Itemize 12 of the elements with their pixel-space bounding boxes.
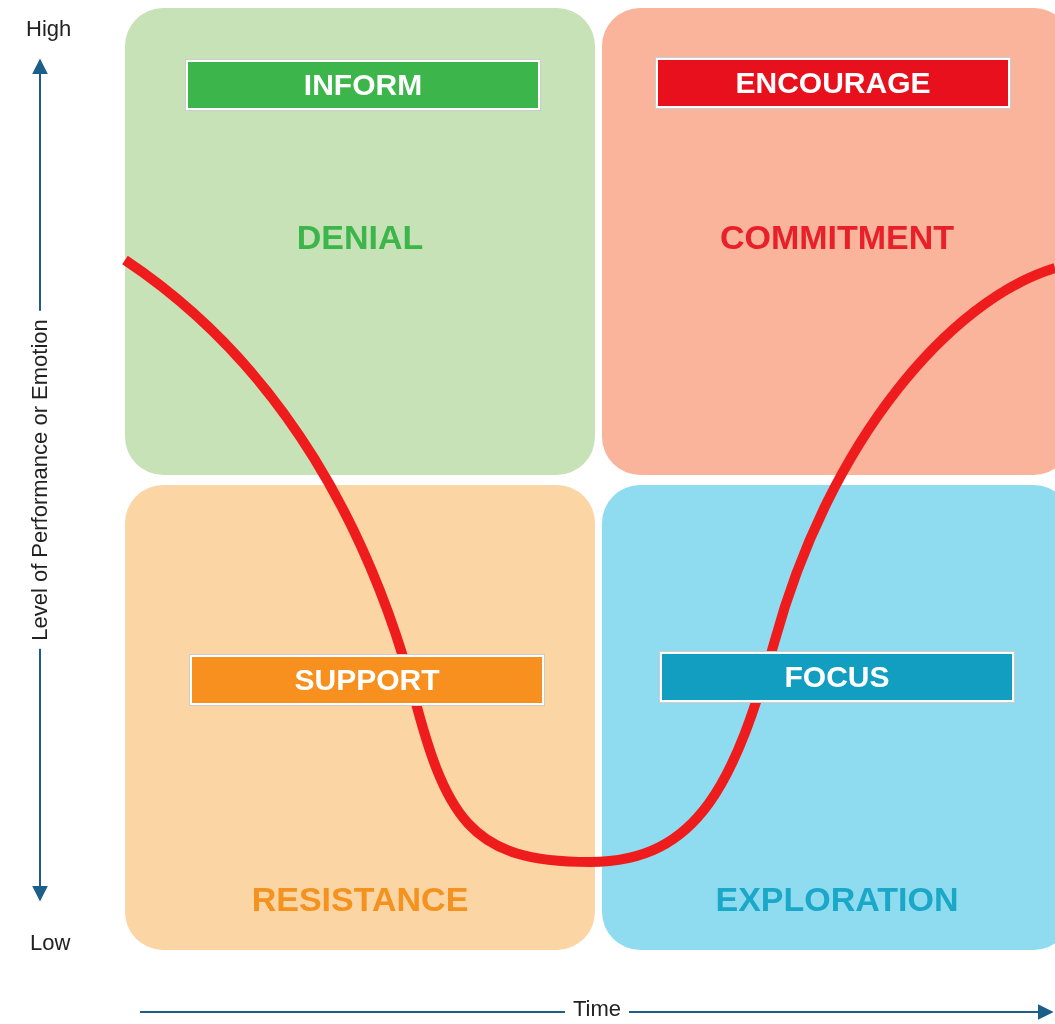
stage-banner: ENCOURAGE [656, 58, 1010, 108]
quadrant-panel [602, 8, 1055, 475]
quadrant-panel [602, 485, 1055, 950]
stage-heading: COMMITMENT [719, 218, 955, 257]
stage-heading: EXPLORATION [715, 880, 959, 919]
stage-banner: SUPPORT [190, 655, 544, 705]
stage-banner: INFORM [186, 60, 540, 110]
quadrant-panel [125, 8, 595, 475]
stage-heading: DENIAL [296, 218, 424, 257]
quadrant-panel [125, 485, 595, 950]
stage-banner: FOCUS [660, 652, 1014, 702]
stage-heading: RESISTANCE [251, 880, 469, 919]
